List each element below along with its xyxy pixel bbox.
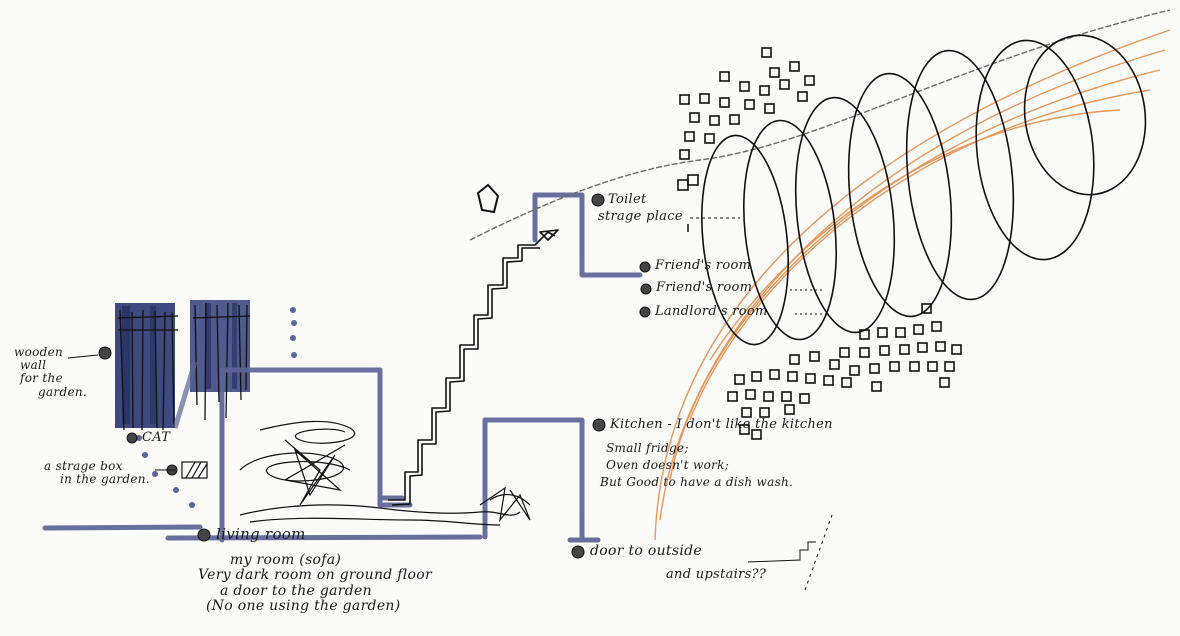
wooden-wall-label: wooden wall for the garden. [14,346,94,399]
landlords-room-label: Landlord's room [655,305,768,319]
storage-box-label: a strage box in the garden. [44,460,164,486]
door-outside-label: door to outside [590,544,702,559]
kitchen-note-1: Small fridge; [600,442,870,455]
toilet-label: Toilet [608,193,647,207]
pencil-arc [470,10,1170,240]
annotation-bullets [99,194,651,558]
friends-room-2-label: Friend's room [656,281,752,295]
cat-label: CAT [142,431,170,445]
door-outside-note: and upstairs?? [666,568,766,582]
kitchen-note-2: Oven doesn't work; [600,459,870,472]
staircase [388,230,558,505]
living-room-notes: my room (sofa) Very dark room on ground … [198,553,478,615]
friends-room-1-label: Friend's room [655,259,751,273]
living-room-note-2: Very dark room on ground floor [198,568,478,583]
living-room-note-1: my room (sofa) [198,553,478,568]
living-room-note-4: (No one using the garden) [198,599,478,614]
house-icon [478,185,498,212]
storage-place-label: strage place [598,210,683,224]
kitchen-notes: Small fridge; Oven doesn't work; But Goo… [600,442,870,490]
kitchen-label: Kitchen - I don't like the kitchen [610,418,833,432]
wooden-wall-line-4: garden. [14,386,94,399]
kitchen-note-3: But Good to have a dish wash. [600,476,870,489]
wooden-wall-line-3: for the [14,372,94,385]
living-room-label: living room [216,526,306,543]
storage-box-line-2: in the garden. [44,473,164,486]
square-cluster-upper [678,48,814,190]
storage-box [182,462,207,478]
living-room-note-3: a door to the garden [198,584,478,599]
